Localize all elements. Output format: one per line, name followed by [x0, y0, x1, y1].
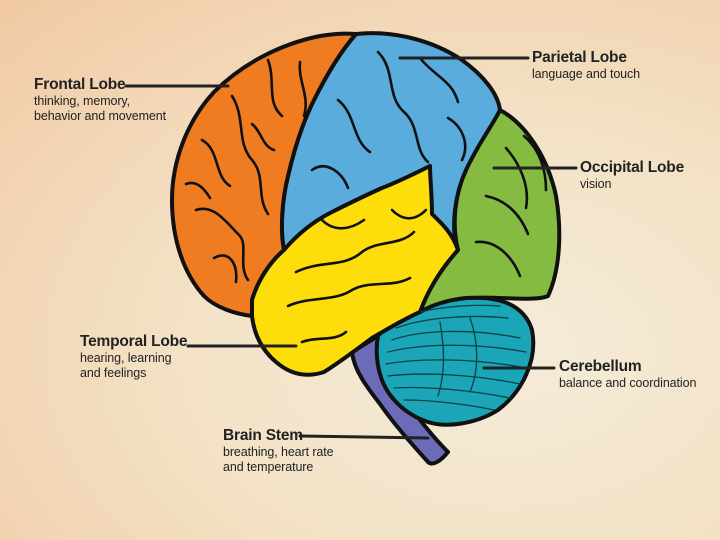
cerebellum-label: Cerebellum balance and coordination: [559, 358, 696, 391]
brain-folds: [184, 50, 548, 344]
occipital-lobe-label: Occipital Lobe vision: [580, 159, 684, 192]
parietal-lobe-title: Parietal Lobe: [532, 49, 627, 66]
frontal-lobe-label: Frontal Lobe thinking, memory, behavior …: [34, 76, 166, 124]
parietal-lobe-desc-1: language and touch: [532, 67, 641, 81]
brain-stem-title: Brain Stem: [223, 427, 303, 444]
cerebellum-folds: [385, 304, 527, 411]
occipital-lobe-title: Occipital Lobe: [580, 159, 684, 176]
cerebellum-desc-1: balance and coordination: [559, 376, 697, 390]
frontal-lobe-title: Frontal Lobe: [34, 76, 126, 93]
temporal-lobe-label: Temporal Lobe hearing, learning and feel…: [80, 333, 188, 381]
parietal-lobe-label: Parietal Lobe language and touch: [532, 49, 640, 82]
occipital-lobe-desc-1: vision: [580, 177, 612, 191]
frontal-lobe-desc-1: thinking, memory,: [34, 94, 131, 108]
cerebellum-title: Cerebellum: [559, 358, 642, 375]
frontal-lobe-region: [170, 31, 358, 318]
temporal-lobe-desc-1: hearing, learning: [80, 351, 172, 365]
brain-stem-desc-1: breathing, heart rate: [223, 445, 334, 459]
brain-stem-pointer: [298, 434, 430, 440]
temporal-lobe-desc-2: and feelings: [80, 366, 147, 380]
brain-stem-label: Brain Stem breathing, heart rate and tem…: [223, 427, 334, 475]
frontal-lobe-desc-2: behavior and movement: [34, 109, 167, 123]
brain-stem-desc-2: and temperature: [223, 460, 314, 474]
pointer-lines: [124, 56, 578, 440]
temporal-lobe-title: Temporal Lobe: [80, 333, 188, 350]
